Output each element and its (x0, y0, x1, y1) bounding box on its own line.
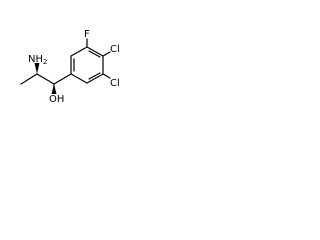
bond-c1-ring (53, 73, 72, 85)
chlorine-meta-label: Cl (110, 78, 120, 89)
molecule-structure: NH2 OH F Cl Cl (20, 29, 120, 105)
amine-label: NH2 (28, 54, 47, 66)
ring-bond-5 (86, 73, 104, 84)
ring-double-3 (88, 72, 101, 80)
ring-double-2 (88, 50, 101, 58)
bond-methyl-c2 (20, 73, 38, 85)
bond-network (20, 38, 111, 94)
wedge-bond-amine (34, 63, 40, 74)
ring-bond-6 (70, 73, 88, 84)
bond-c2-c1 (36, 73, 55, 85)
ring-bond-2 (70, 46, 88, 57)
fluorine-label: F (84, 29, 90, 40)
chlorine-para-label: Cl (110, 44, 120, 55)
wedge-bond-hydroxyl (51, 84, 57, 94)
ring-bond-3 (86, 46, 104, 57)
bond-ring-cl-meta (102, 73, 111, 79)
hydroxyl-label: OH (49, 94, 64, 105)
bond-ring-cl-para (102, 51, 111, 57)
